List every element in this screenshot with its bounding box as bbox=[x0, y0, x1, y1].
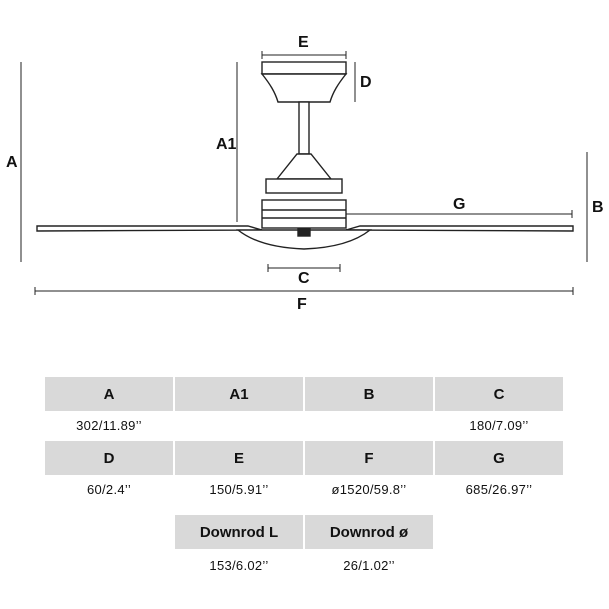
value-f: ø1520/59.8’’ bbox=[331, 481, 407, 497]
header-c: C bbox=[435, 377, 563, 411]
value-g: 685/26.97’’ bbox=[465, 481, 533, 497]
header-d: D bbox=[45, 441, 173, 475]
label-b: B bbox=[592, 199, 604, 216]
label-c: C bbox=[298, 270, 310, 287]
blade-right bbox=[345, 225, 574, 232]
header-f: F bbox=[305, 441, 433, 475]
label-a1: A1 bbox=[216, 136, 237, 153]
header-b: B bbox=[305, 377, 433, 411]
header-a: A bbox=[45, 377, 173, 411]
motor-band-top bbox=[265, 178, 343, 194]
header-a1: A1 bbox=[175, 377, 303, 411]
label-a: A bbox=[6, 154, 18, 171]
header-downrod-diameter: Downrod ø bbox=[305, 515, 433, 549]
value-downrod-diameter: 26/1.02’’ bbox=[343, 557, 395, 573]
motor-housing bbox=[261, 199, 347, 229]
label-f: F bbox=[297, 296, 307, 313]
light-bowl bbox=[236, 229, 372, 250]
value-b bbox=[305, 414, 433, 436]
header-g: G bbox=[435, 441, 563, 475]
value-d: 60/2.4’’ bbox=[86, 481, 132, 497]
value-downrod-length: 153/6.02’’ bbox=[209, 557, 269, 573]
value-e: 150/5.91’’ bbox=[209, 481, 269, 497]
label-g: G bbox=[453, 196, 465, 213]
fan-outline bbox=[36, 61, 574, 250]
dimension-lines bbox=[20, 51, 588, 295]
header-downrod-length: Downrod L bbox=[175, 515, 303, 549]
canopy-body bbox=[260, 73, 348, 103]
value-c: 180/7.09’’ bbox=[469, 417, 529, 433]
bowl-knob bbox=[297, 228, 311, 237]
ceiling-fan-diagram: A A1 B C D E F G bbox=[6, 34, 604, 313]
label-d: D bbox=[360, 74, 372, 91]
label-e: E bbox=[298, 34, 309, 51]
value-a: 302/11.89’’ bbox=[76, 417, 142, 433]
header-e: E bbox=[175, 441, 303, 475]
value-a1 bbox=[175, 414, 303, 436]
